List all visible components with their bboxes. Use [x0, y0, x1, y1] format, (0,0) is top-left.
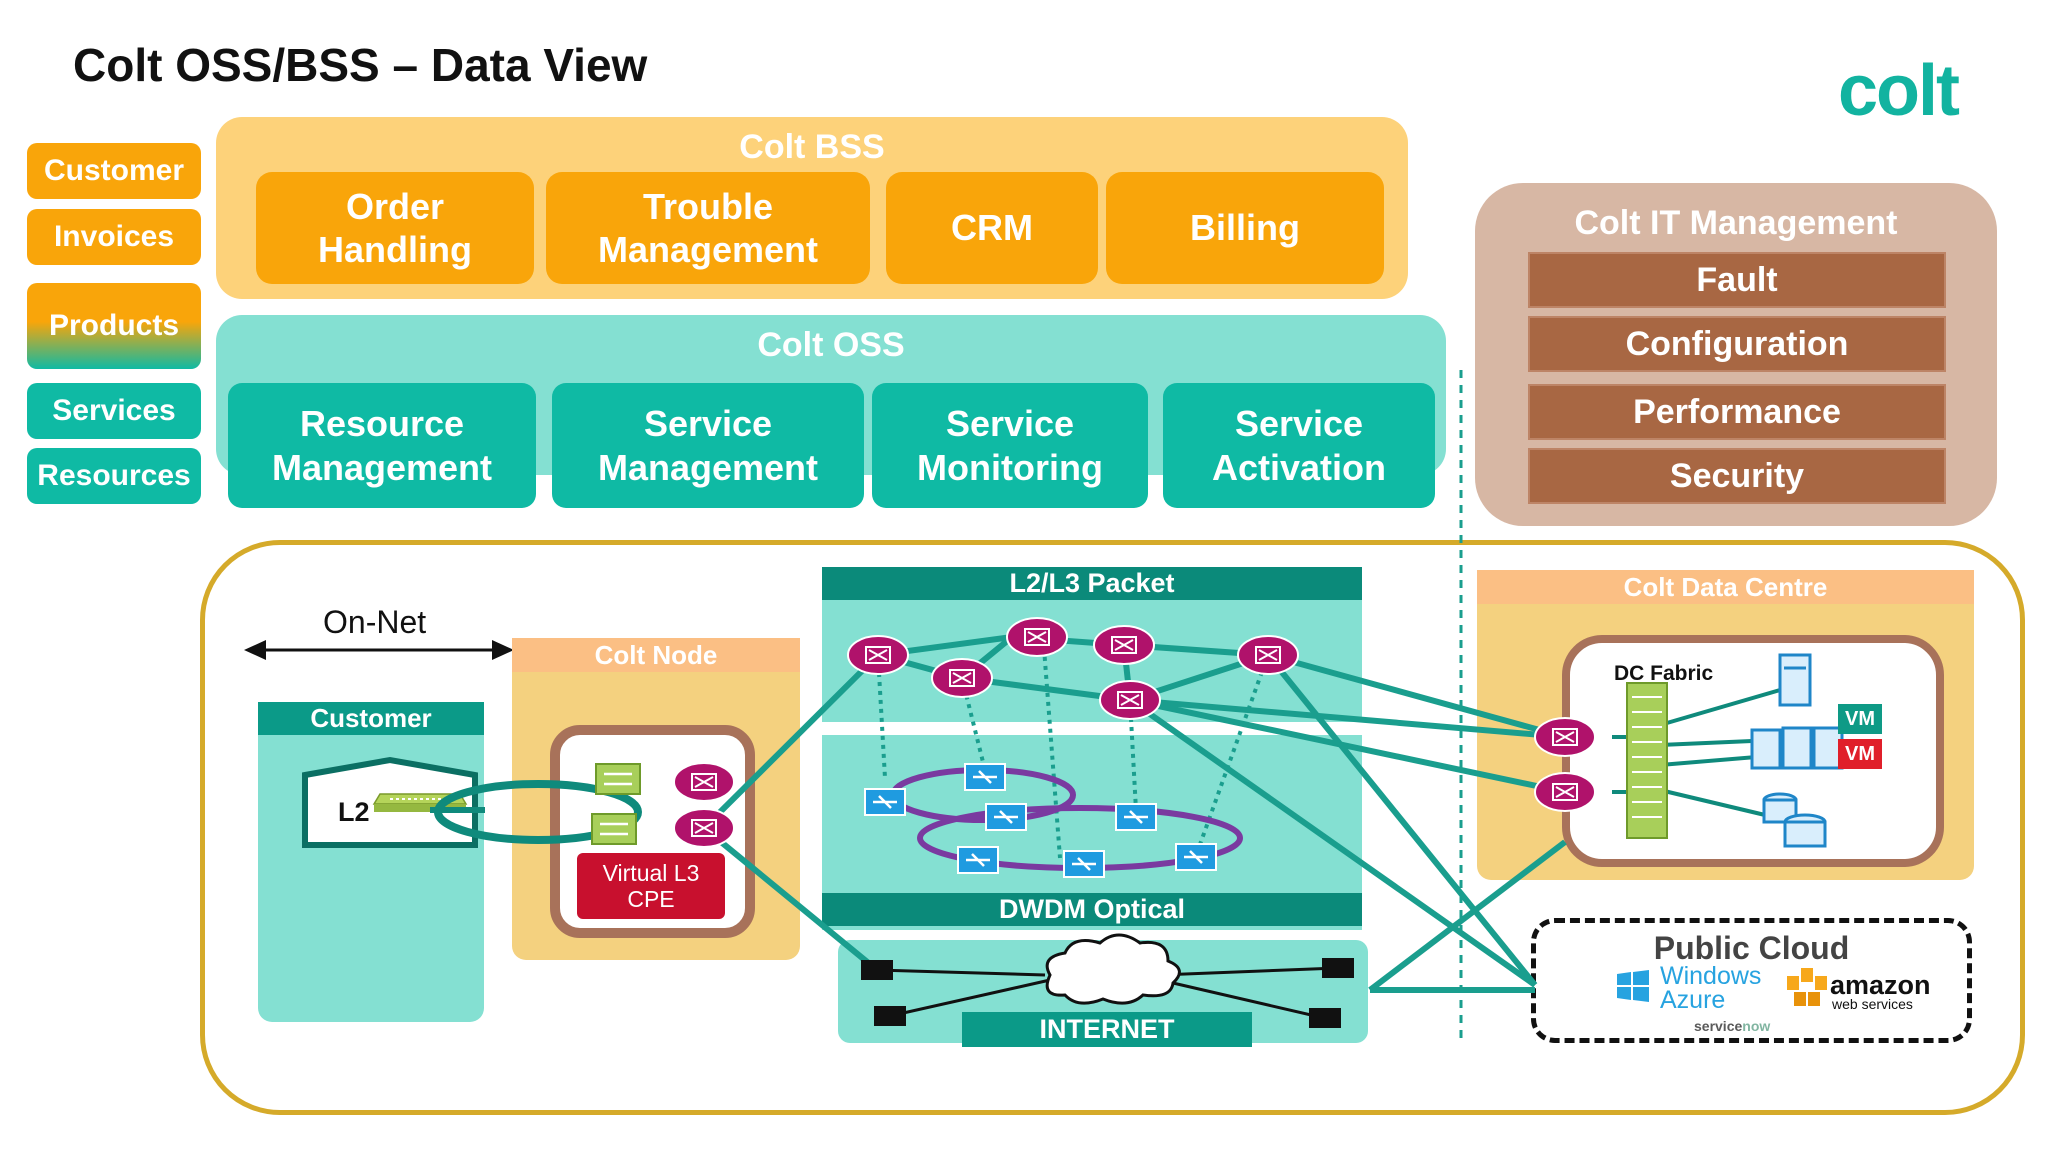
dwdm-optical-header: DWDM Optical	[822, 893, 1362, 926]
dc-fabric-label: DC Fabric	[1614, 662, 1714, 685]
router-icon	[673, 808, 735, 848]
oss-title: Colt OSS	[757, 325, 905, 364]
legend-services: Services	[27, 383, 201, 439]
server-icon	[1778, 653, 1812, 707]
public-cloud-panel	[1531, 918, 1972, 1043]
optical-switch-icon	[957, 846, 999, 874]
internet-endpoint	[1322, 958, 1354, 978]
oss-service-management: Service Management	[552, 383, 864, 508]
bss-crm: CRM	[886, 172, 1098, 284]
virtual-l3-cpe: Virtual L3 CPE	[577, 853, 725, 919]
oss-service-monitoring: Service Monitoring	[872, 383, 1148, 508]
bss-billing: Billing	[1106, 172, 1384, 284]
oss-service-activation: Service Activation	[1163, 383, 1435, 508]
internet-endpoint	[1309, 1008, 1341, 1028]
server-rack-icon	[1750, 726, 1844, 770]
cloud-icon	[1045, 933, 1181, 1005]
link-node-packet	[701, 652, 881, 831]
optical-switch-icon	[964, 763, 1006, 791]
router-icon	[1237, 635, 1299, 675]
internet-endpoint	[874, 1006, 906, 1026]
optical-switch-icon	[1115, 803, 1157, 831]
servicenow-label: servicenow	[1694, 1018, 1771, 1034]
colt-node-header: Colt Node	[512, 638, 800, 672]
network-frame	[200, 540, 2025, 1115]
node-switch-icon	[595, 763, 641, 795]
on-net-label: On-Net	[323, 604, 427, 640]
storage-icon	[1762, 792, 1827, 848]
l2-label: L2	[338, 797, 370, 827]
internet-endpoint	[861, 960, 893, 980]
bss-title: Colt BSS	[739, 127, 885, 166]
bss-order-handling: Order Handling	[256, 172, 534, 284]
optical-switch-icon	[1175, 843, 1217, 871]
router-icon	[1093, 625, 1155, 665]
l2-l3-packet-header: L2/L3 Packet	[822, 567, 1362, 600]
dc-fabric-switch-stack	[1626, 682, 1668, 839]
router-icon	[1099, 680, 1161, 720]
aws-label: amazon	[1830, 970, 1931, 1000]
router-icon	[1006, 617, 1068, 657]
optical-switch-icon	[864, 788, 906, 816]
it-security: Security	[1528, 448, 1946, 504]
router-icon	[1534, 717, 1596, 757]
oss-resource-management: Resource Management	[228, 383, 536, 508]
internet-header: INTERNET	[962, 1012, 1252, 1047]
it-performance: Performance	[1528, 384, 1946, 440]
vm-badge: VM	[1838, 704, 1882, 734]
router-icon	[931, 658, 993, 698]
it-management-title: Colt IT Management	[1574, 203, 1898, 242]
router-icon	[1534, 772, 1596, 812]
optical-switch-icon	[1063, 850, 1105, 878]
customer-header: Customer	[258, 702, 484, 735]
link-node-internet	[702, 825, 879, 973]
page-title: Colt OSS/BSS – Data View	[73, 39, 648, 91]
legend-products: Products	[27, 283, 201, 369]
aws-sub-label: web services	[1832, 996, 1913, 1012]
node-switch-icon	[591, 813, 637, 845]
it-configuration: Configuration	[1528, 316, 1946, 372]
bss-trouble-management: Trouble Management	[546, 172, 870, 284]
colt-logo: colt	[1838, 51, 1960, 131]
legend-resources: Resources	[27, 448, 201, 504]
legend-customer: Customer	[27, 143, 201, 199]
data-centre-header: Colt Data Centre	[1477, 570, 1974, 604]
router-icon	[847, 635, 909, 675]
vm-badge: VM	[1838, 739, 1882, 769]
customer-panel	[258, 702, 484, 1022]
public-cloud-title: Public Cloud	[1653, 930, 1850, 966]
windows-logo-icon	[1617, 970, 1649, 1002]
it-fault: Fault	[1528, 252, 1946, 308]
legend-invoices: Invoices	[27, 209, 201, 265]
optical-switch-icon	[985, 803, 1027, 831]
dc-inner	[1562, 635, 1944, 867]
router-icon	[673, 762, 735, 802]
on-net-arrow	[244, 640, 514, 660]
aws-logo-icon	[1787, 968, 1827, 1006]
windows-azure-label: Windows Azure	[1660, 962, 1762, 1014]
